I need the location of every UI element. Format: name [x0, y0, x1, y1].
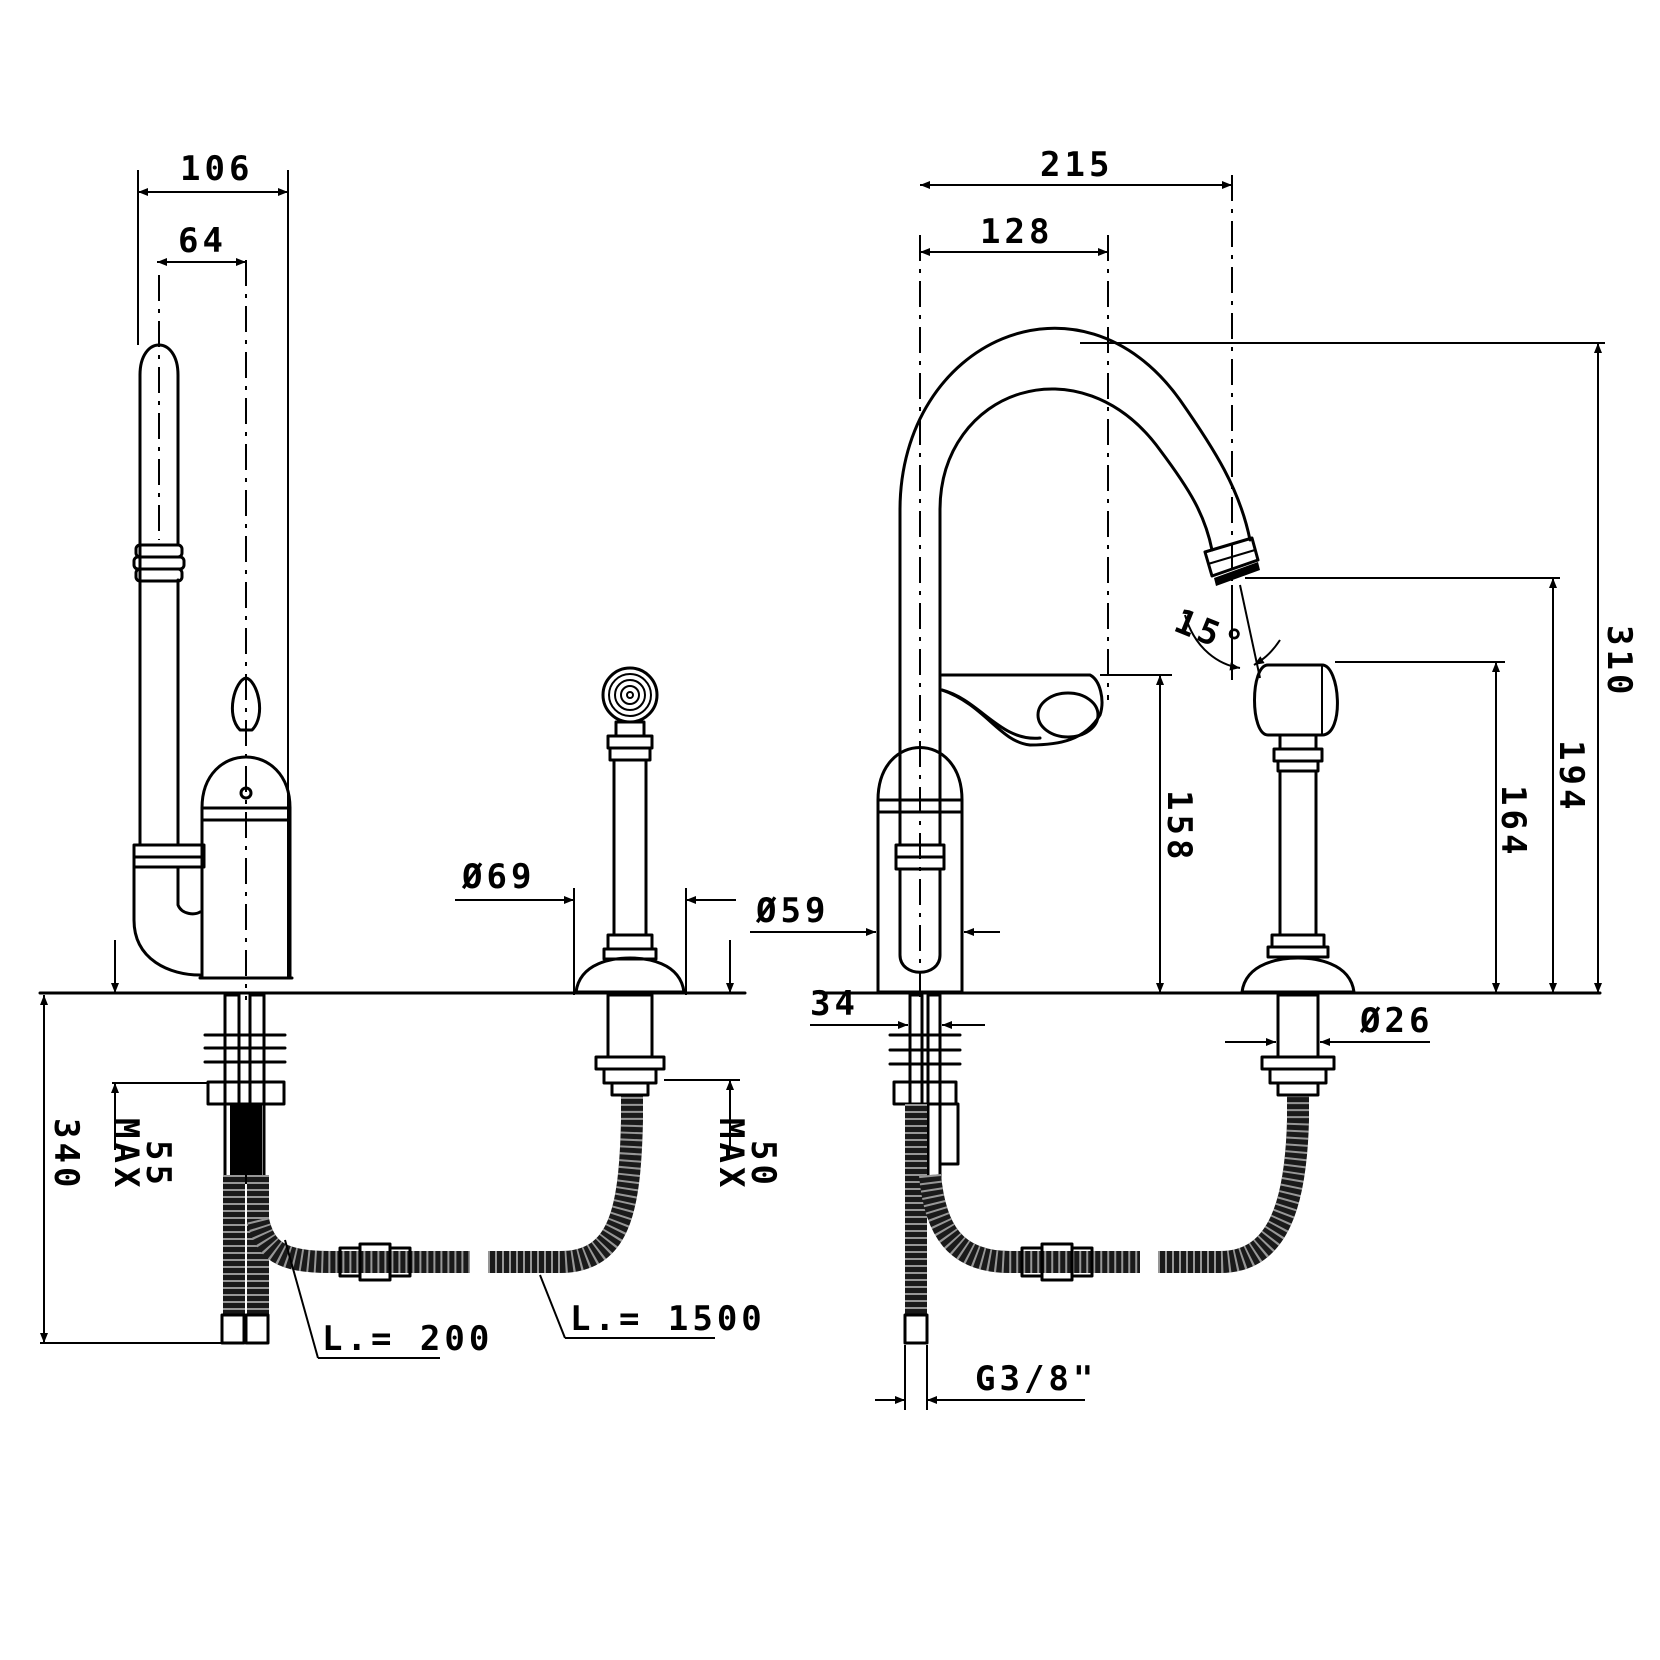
dim-dia69-label: Ø69: [461, 857, 535, 897]
mixer-side-view: [132, 260, 294, 1000]
dim-194-label: 194: [1551, 740, 1591, 813]
dim-158: 158: [1100, 674, 1199, 993]
dim-thread-g38: G3/8": [875, 1345, 1097, 1410]
dim-128: 128: [920, 212, 1108, 256]
dim-angle-15-label: 15°: [1169, 601, 1252, 666]
callout-hose-200: L.= 200: [284, 1239, 493, 1359]
handshower-hose-right: [919, 1095, 1309, 1282]
dim-34-label: 34: [810, 984, 859, 1024]
dim-215-label: 215: [1040, 145, 1113, 185]
handshower-front-view: [1240, 663, 1356, 1097]
dim-dia26: Ø26: [1225, 1001, 1433, 1046]
dim-106: 106: [137, 149, 289, 978]
handshower-hose-left: [247, 1095, 643, 1282]
dim-64-label: 64: [178, 221, 227, 261]
dim-340-label: 340: [46, 1118, 86, 1191]
dim-dia59: Ø59: [750, 891, 1000, 936]
dim-215: 215: [920, 145, 1232, 189]
handshower-side-view: [574, 666, 686, 1097]
dim-194: 194: [1245, 577, 1591, 993]
dim-dia59-label: Ø59: [755, 891, 829, 931]
dim-dia26-label: Ø26: [1359, 1001, 1433, 1041]
callout-hose-1500-label: L.= 1500: [570, 1299, 766, 1339]
callout-hose-1500: L.= 1500: [539, 1274, 766, 1339]
dim-164-label: 164: [1493, 785, 1533, 858]
dim-310: 310: [1080, 342, 1639, 993]
dim-55-label: MAX: [106, 1118, 146, 1191]
dim-50-label: MAX: [711, 1118, 751, 1191]
dim-340: 340: [40, 995, 222, 1344]
dim-dia69: Ø69: [455, 857, 736, 995]
callout-hose-200-label: L.= 200: [322, 1319, 493, 1359]
dim-55-max: MAX 55: [106, 940, 208, 1191]
dim-310-label: 310: [1599, 625, 1639, 698]
dim-128-label: 128: [980, 212, 1053, 252]
mixer-front-view: [876, 175, 1260, 1000]
mixer-underside-right: [888, 993, 962, 1345]
mixer-underside-left: [203, 993, 287, 1345]
dim-64: 64: [157, 221, 246, 266]
dim-164: 164: [1335, 661, 1533, 993]
dim-106-label: 106: [180, 149, 253, 189]
dim-55-value: 55: [138, 1140, 178, 1189]
dim-34: 34: [810, 984, 985, 1029]
dim-50-value: 50: [743, 1140, 783, 1189]
dim-158-label: 158: [1159, 790, 1199, 863]
dim-thread-label: G3/8": [975, 1359, 1097, 1399]
dim-50-max: MAX 50: [664, 940, 783, 1191]
